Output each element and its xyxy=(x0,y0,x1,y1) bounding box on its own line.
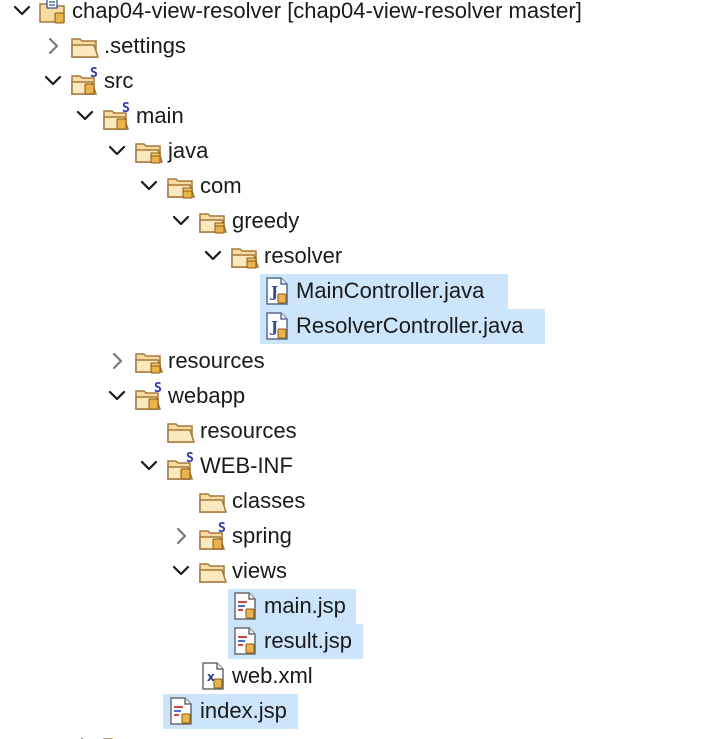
main-controller-label: MainController.java xyxy=(296,278,485,303)
folder-icon xyxy=(166,416,196,446)
result-jsp-label: result.jsp xyxy=(264,628,353,653)
tree-node-webapp-resources[interactable]: resources xyxy=(0,414,718,449)
views-label: views xyxy=(232,558,288,583)
resolver-label: resolver xyxy=(264,243,343,268)
tree-node-settings[interactable]: .settings xyxy=(0,29,718,64)
resources-label: resources xyxy=(168,348,265,373)
tree-node-src[interactable]: src xyxy=(0,64,718,99)
chevron-down-icon[interactable] xyxy=(139,456,159,476)
xml-file-icon xyxy=(198,661,228,691)
tree-node-greedy[interactable]: greedy xyxy=(0,204,718,239)
main-jsp-label: main.jsp xyxy=(264,593,346,618)
chevron-down-icon[interactable] xyxy=(203,246,223,266)
chevron-down-icon[interactable] xyxy=(171,211,191,231)
chevron-right-icon[interactable] xyxy=(171,526,191,546)
java-file-icon xyxy=(262,311,292,341)
project-icon xyxy=(38,0,68,26)
tree-node-com[interactable]: com xyxy=(0,169,718,204)
tree-node-webapp[interactable]: webapp xyxy=(0,379,718,414)
package-folder-icon xyxy=(134,136,164,166)
web-xml-label: web.xml xyxy=(232,663,313,688)
main-label: main xyxy=(136,103,184,128)
java-label: java xyxy=(168,138,209,163)
tree-node-main-controller[interactable]: MainController.java xyxy=(0,274,718,309)
tree-node-classes[interactable]: classes xyxy=(0,484,718,519)
jsp-file-icon xyxy=(166,696,196,726)
package-folder-icon xyxy=(198,206,228,236)
chevron-down-icon[interactable] xyxy=(107,141,127,161)
tree-node-main[interactable]: main xyxy=(0,99,718,134)
settings-label: .settings xyxy=(104,33,186,58)
chevron-down-icon[interactable] xyxy=(171,561,191,581)
package-folder-icon xyxy=(134,346,164,376)
folder-icon xyxy=(70,31,100,61)
tree-node-java[interactable]: java xyxy=(0,134,718,169)
chevron-down-icon[interactable] xyxy=(75,106,95,126)
tree-node-web-xml[interactable]: web.xml xyxy=(0,659,718,694)
src-label: src xyxy=(104,68,134,93)
greedy-label: greedy xyxy=(232,208,300,233)
index-jsp-label: index.jsp xyxy=(200,698,287,723)
resolver-controller-label: ResolverController.java xyxy=(296,313,524,338)
tree-node-spring[interactable]: spring xyxy=(0,519,718,554)
tree-node-views[interactable]: views xyxy=(0,554,718,589)
folder-icon xyxy=(102,731,132,739)
tree-node-project[interactable]: chap04-view-resolver [chap04-view-resolv… xyxy=(0,0,718,29)
source-folder-icon xyxy=(102,101,132,131)
webapp-resources-label: resources xyxy=(200,418,297,443)
tree-node-main-jsp[interactable]: main.jsp xyxy=(0,589,718,624)
folder-icon xyxy=(198,486,228,516)
com-label: com xyxy=(200,173,242,198)
chevron-down-icon[interactable] xyxy=(107,386,127,406)
chevron-down-icon[interactable] xyxy=(12,1,32,21)
source-folder-icon xyxy=(134,381,164,411)
spring-label: spring xyxy=(232,523,292,548)
tree-node-web-inf[interactable]: WEB-INF xyxy=(0,449,718,484)
java-file-icon xyxy=(262,276,292,306)
chevron-down-icon[interactable] xyxy=(139,176,159,196)
chevron-down-icon[interactable] xyxy=(43,71,63,91)
selection-highlight xyxy=(260,274,508,309)
tree-node-resources[interactable]: resources xyxy=(0,344,718,379)
source-folder-icon xyxy=(70,66,100,96)
folder-icon xyxy=(198,556,228,586)
source-folder-icon xyxy=(198,521,228,551)
tree-node-index-jsp[interactable]: index.jsp xyxy=(0,694,718,729)
tree-node-cut-off[interactable] xyxy=(0,729,718,739)
webapp-label: webapp xyxy=(168,383,246,408)
web-inf-label: WEB-INF xyxy=(200,453,293,478)
tree-node-resolver[interactable]: resolver xyxy=(0,239,718,274)
package-folder-icon xyxy=(166,171,196,201)
tree-node-resolver-controller[interactable]: ResolverController.java xyxy=(0,309,718,344)
chevron-right-icon[interactable] xyxy=(43,36,63,56)
chevron-right-icon[interactable] xyxy=(107,351,127,371)
selection-highlight xyxy=(260,309,545,344)
project-label: chap04-view-resolver [chap04-view-resolv… xyxy=(72,0,582,23)
jsp-file-icon xyxy=(230,591,260,621)
classes-label: classes xyxy=(232,488,306,513)
jsp-file-icon xyxy=(230,626,260,656)
source-folder-icon xyxy=(166,451,196,481)
package-folder-icon xyxy=(230,241,260,271)
tree-node-result-jsp[interactable]: result.jsp xyxy=(0,624,718,659)
